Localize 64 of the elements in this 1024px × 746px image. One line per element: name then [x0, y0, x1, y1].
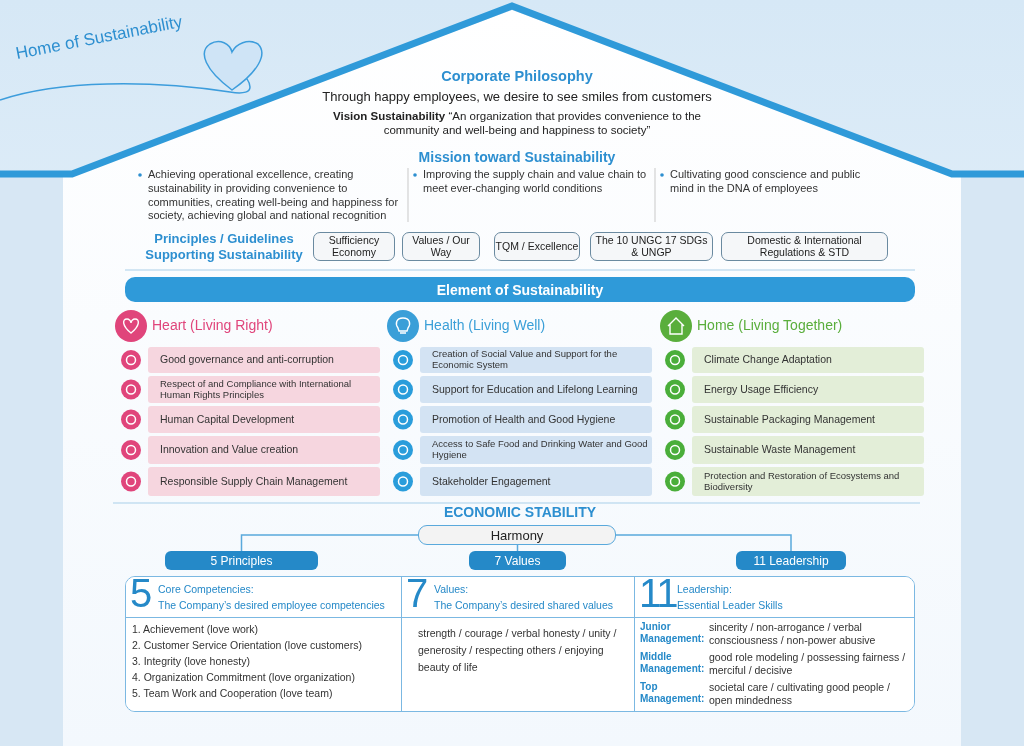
- competency-text: 5. Team Work and Cooperation (love team): [132, 687, 333, 701]
- principles-heading: Principles / Guidelines Supporting Sustainability: [144, 231, 304, 263]
- element-heading: Health (Living Well): [424, 317, 547, 334]
- principle-pill: TQM / Excellence: [494, 232, 580, 261]
- column-heading: The Company’s desired employee competencies: [158, 599, 385, 613]
- mission-bullet-text: Improving the supply chain and value chain to meet ever-changing world conditions: [423, 168, 648, 196]
- principle-pill: Sufficiency Economy: [313, 232, 395, 261]
- principle-pill: Domestic & International Regulations & STD: [721, 232, 888, 261]
- section-heading: Corporate Philosophy: [440, 68, 594, 86]
- table-column: [401, 577, 634, 711]
- element-item-box: Sustainable Packaging Management: [692, 406, 924, 433]
- element-item-box: Human Capital Development: [148, 406, 380, 433]
- big-number: 7: [406, 573, 427, 613]
- element-item-box: Stakeholder Engagement: [420, 467, 652, 496]
- element-item-box: Climate Change Adaptation: [692, 347, 924, 373]
- category-tab: 11 Leadership: [736, 551, 846, 570]
- category-tab: 5 Principles: [165, 551, 318, 570]
- element-item-box: Innovation and Value creation: [148, 436, 380, 464]
- values-text: strength / courage / verbal honesty / unity / generosity / respecting others / enjoying beauty of life: [418, 626, 618, 675]
- table-column: [126, 577, 401, 711]
- table-panel: [125, 576, 915, 712]
- element-item-box: Sustainable Waste Management: [692, 436, 924, 464]
- element-item-box: Protection and Restoration of Ecosystems and Biodiversity: [692, 467, 924, 496]
- principle-pill: Values / Our Way: [402, 232, 480, 261]
- mission-bullet-text: Cultivating good conscience and public mind in the DNA of employees: [670, 168, 862, 196]
- competency-text: 3. Integrity (love honesty): [132, 655, 250, 669]
- skills-text: societal care / cultivating good people / open mindedness: [709, 681, 891, 707]
- element-item-box: Access to Safe Food and Drinking Water and Good Hygiene: [420, 436, 652, 464]
- element-heading: Home (Living Together): [697, 317, 844, 334]
- section-heading: Mission toward Sustainability: [417, 149, 617, 166]
- element-item-box: Energy Usage Efficiency: [692, 376, 924, 403]
- skills-text: sincerity / non-arrogance / verbal consciousness / non-power abusive: [709, 621, 877, 647]
- category-tab: 7 Values: [469, 551, 566, 570]
- element-heading: Heart (Living Right): [152, 317, 274, 334]
- role-label: Junior Management:: [640, 621, 706, 645]
- role-label: Top Management:: [640, 681, 706, 705]
- column-heading: The Company’s desired shared values: [434, 599, 613, 613]
- section-banner: Element of Sustainability: [125, 277, 915, 302]
- element-item-box: Creation of Social Value and Support for the Economic System: [420, 347, 652, 373]
- competency-text: 2. Customer Service Orientation (love customers): [132, 639, 362, 653]
- vision-text: Vision Sustainability “An organization that provides convenience to the community and well-being and happiness to society”: [332, 110, 702, 138]
- table-column: [634, 577, 914, 711]
- role-label: Middle Management:: [640, 651, 706, 675]
- element-item-box: Support for Education and Lifelong Learning: [420, 376, 652, 403]
- connector-line: [615, 534, 792, 552]
- section-heading: ECONOMIC STABILITY: [442, 504, 598, 521]
- element-item-box: Promotion of Health and Good Hygiene: [420, 406, 652, 433]
- big-number: 11: [639, 573, 677, 613]
- competency-text: 4. Organization Commitment (love organization): [132, 671, 355, 685]
- skills-text: good role modeling / possessing fairness / merciful / decisive: [709, 651, 907, 677]
- column-heading: Core Competencies:: [158, 583, 254, 597]
- column-heading: Essential Leader Skills: [677, 599, 783, 613]
- element-item-box: Good governance and anti-corruption: [148, 347, 380, 373]
- element-item-box: Responsible Supply Chain Management: [148, 467, 380, 496]
- competency-text: 1. Achievement (love work): [132, 623, 259, 637]
- mission-bullet-text: Achieving operational excellence, creating sustainability in providing convenience to communities, creating well-being and happiness for society, achieving global and national recognition: [148, 168, 400, 223]
- column-heading: Values:: [434, 583, 469, 597]
- principle-pill: The 10 UNGC 17 SDGs & UNGP: [590, 232, 713, 261]
- philosophy-text: Through happy employees, we desire to see smiles from customers: [321, 89, 713, 105]
- harmony-box: Harmony: [418, 525, 616, 545]
- connector-line: [240, 534, 419, 552]
- element-item-box: Respect of and Compliance with International Human Rights Principles: [148, 376, 380, 403]
- column-heading: Leadership:: [677, 583, 732, 597]
- big-number: 5: [130, 573, 151, 613]
